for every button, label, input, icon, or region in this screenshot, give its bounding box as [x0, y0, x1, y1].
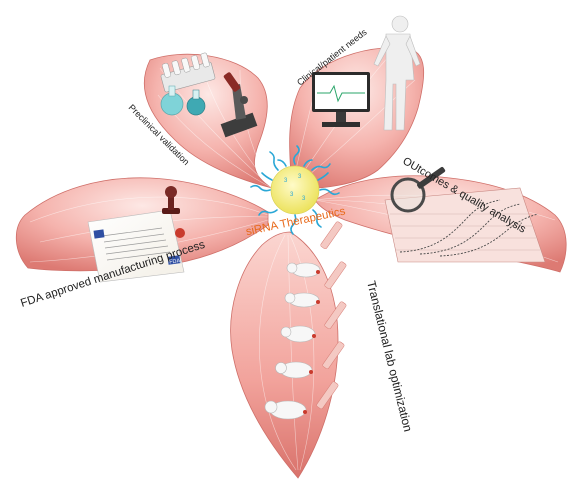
fda-document-stamp-icon: FDA: [87, 186, 185, 283]
mice-syringe-icon: [264, 221, 347, 420]
svg-text:3: 3: [302, 196, 306, 202]
svg-text:3: 3: [298, 174, 302, 180]
magnifier-graph-icon: [384, 166, 546, 263]
nanoparticle-icon: 3 3 3 3: [250, 145, 340, 235]
petal-translational: [230, 231, 339, 479]
patient-monitor-icon: [312, 15, 421, 131]
svg-text:3: 3: [284, 178, 288, 184]
svg-text:3: 3: [290, 192, 294, 198]
petal-label-translational: Translational lab optimization: [364, 279, 415, 433]
svg-text:FDA: FDA: [169, 258, 181, 266]
lab-glassware-microscope-icon: [160, 52, 258, 138]
syringe: [316, 221, 347, 410]
